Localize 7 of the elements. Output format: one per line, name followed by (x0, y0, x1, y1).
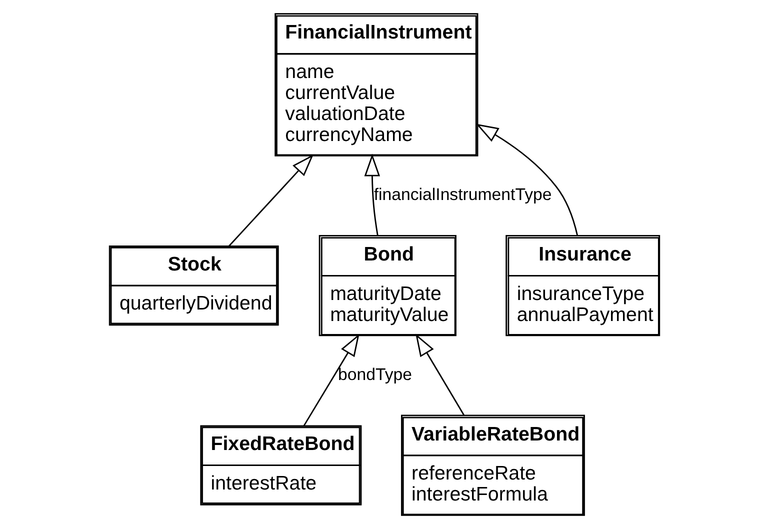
arrow (364, 154, 380, 236)
edge-label: financialInstrumentType (373, 185, 552, 204)
arrow (415, 334, 464, 416)
edge-label: bondType (338, 364, 412, 384)
arrow (475, 124, 578, 236)
arrow (228, 154, 314, 246)
arrow (302, 334, 359, 426)
